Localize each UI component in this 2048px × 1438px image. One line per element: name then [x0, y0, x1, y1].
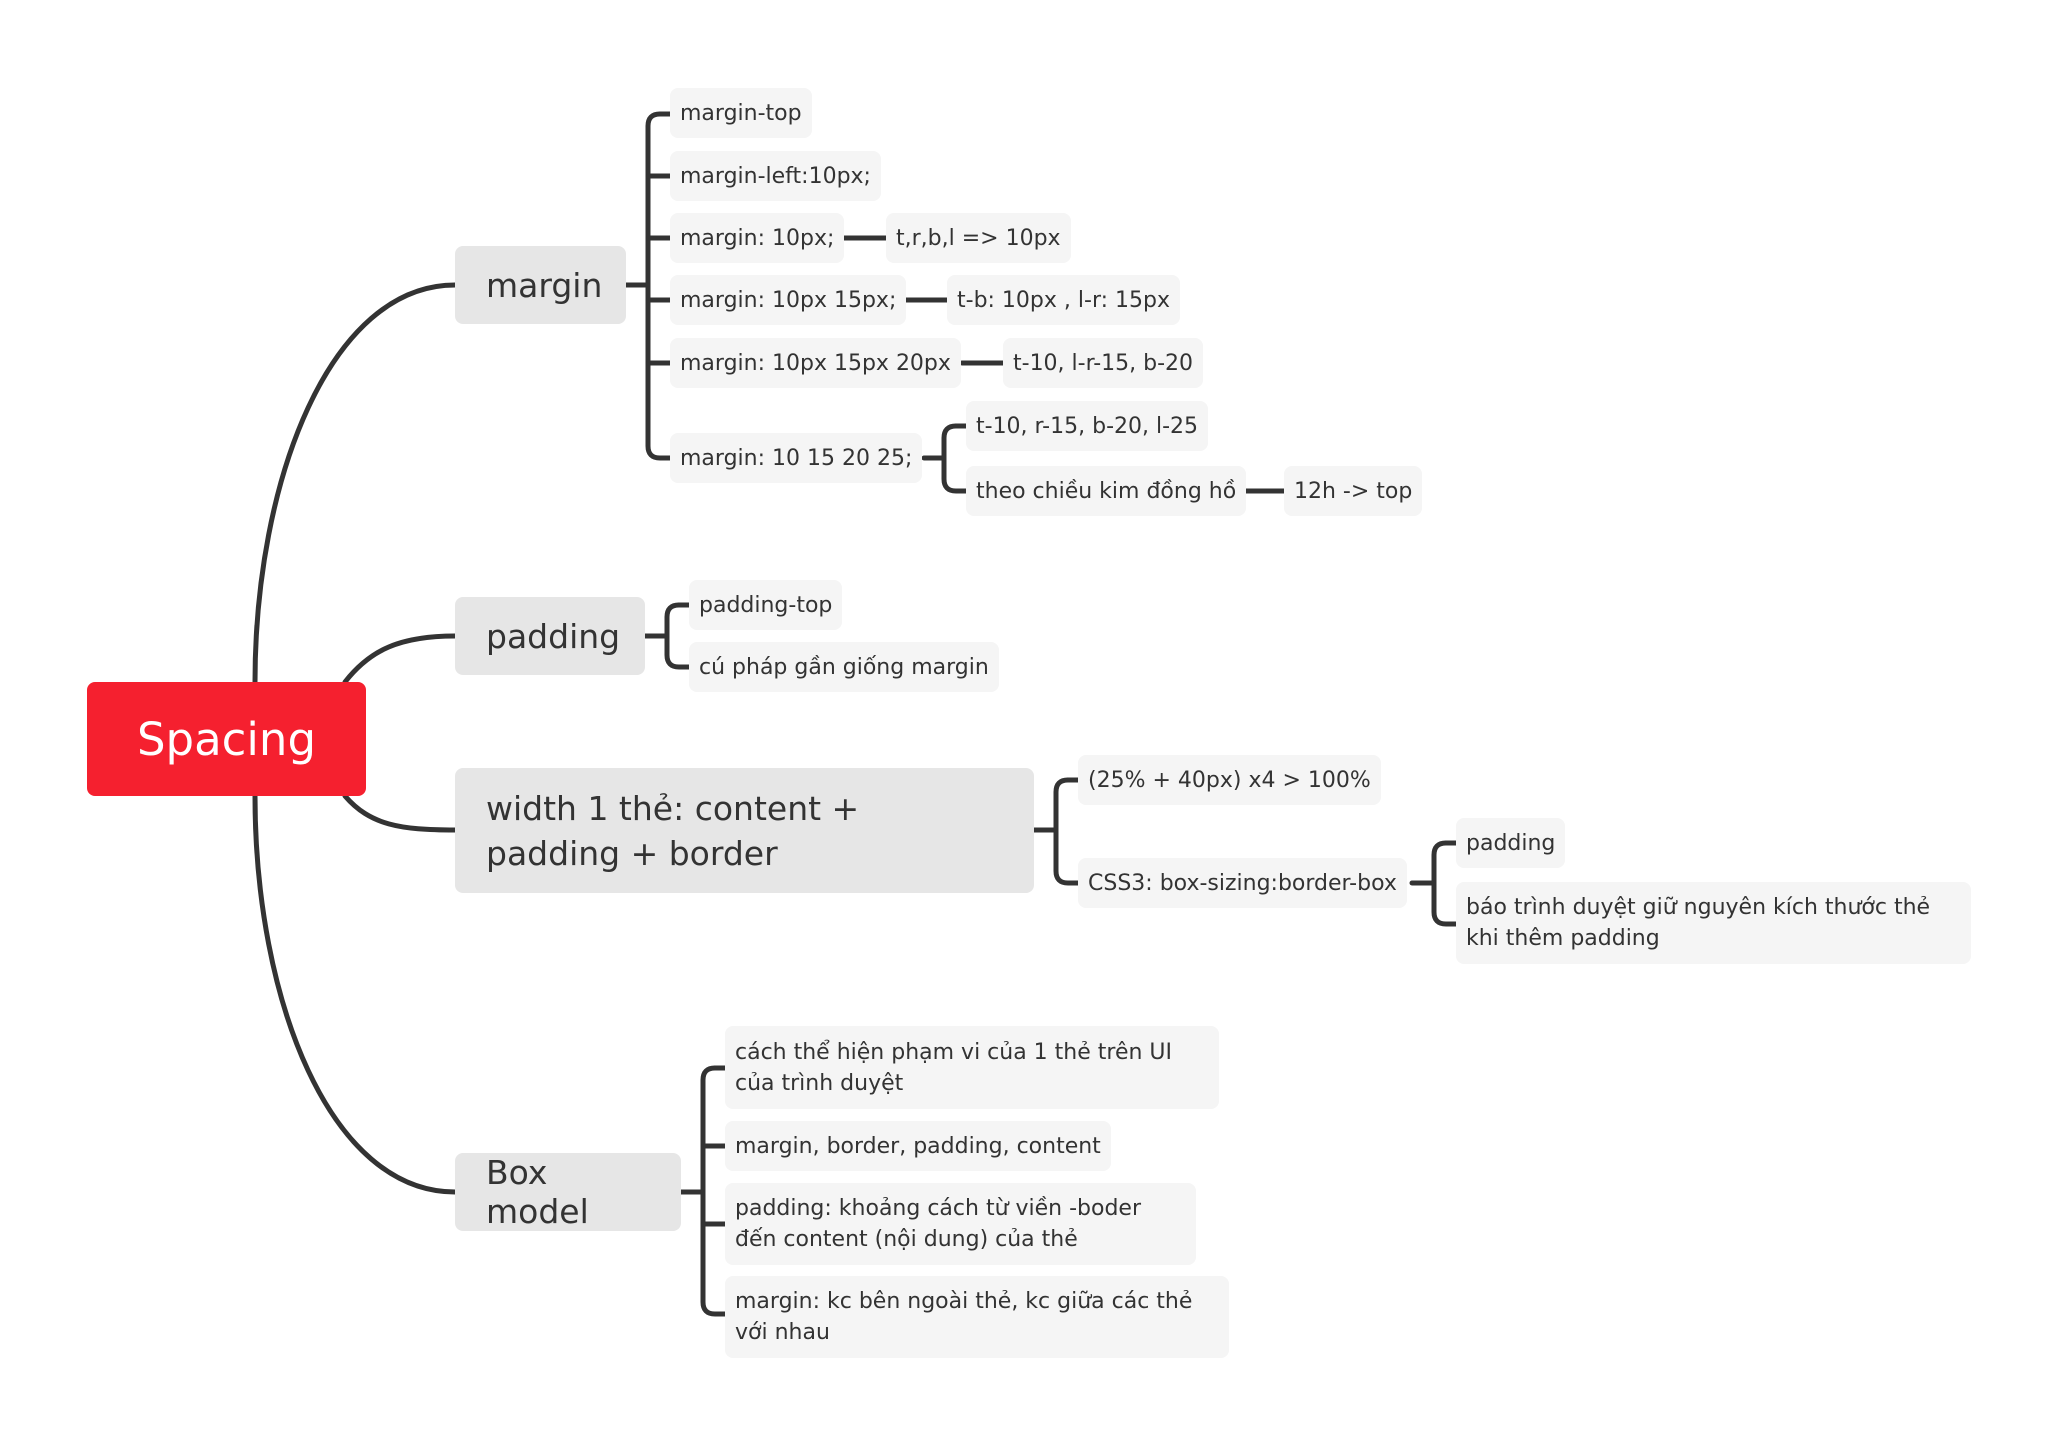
subtopic-width-overflow[interactable]: (25% + 40px) x4 > 100% [1078, 755, 1381, 805]
subtopic-margin-top[interactable]: margin-top [670, 88, 812, 138]
subtopic-margin-four-values[interactable]: margin: 10 15 20 25; [670, 433, 923, 483]
note-one-value[interactable]: t,r,b,l => 10px [886, 213, 1071, 263]
subtopic-box-sizing[interactable]: CSS3: box-sizing:border-box [1078, 858, 1407, 908]
subtopic-margin-two-values[interactable]: margin: 10px 15px; [670, 275, 907, 325]
subtopic-margin-one-value[interactable]: margin: 10px; [670, 213, 845, 263]
subtopic-margin-left[interactable]: margin-left:10px; [670, 151, 881, 201]
subtopic-padding-syntax[interactable]: cú pháp gần giống margin [689, 642, 999, 692]
subtopic-box-definition[interactable]: cách thể hiện phạm vi của 1 thẻ trên UI … [725, 1026, 1219, 1109]
topic-width[interactable]: width 1 thẻ: content + padding + border [455, 768, 1034, 893]
topic-box-model[interactable]: Box model [455, 1153, 681, 1231]
note-box-sizing-padding[interactable]: padding [1456, 818, 1566, 868]
note-twelve-top[interactable]: 12h -> top [1284, 466, 1423, 516]
note-two-values[interactable]: t-b: 10px , l-r: 15px [947, 275, 1180, 325]
topic-margin[interactable]: margin [455, 246, 626, 324]
subtopic-margin-three-values[interactable]: margin: 10px 15px 20px [670, 338, 961, 388]
subtopic-box-margin[interactable]: margin: kc bên ngoài thẻ, kc giữa các th… [725, 1276, 1229, 1358]
root-topic[interactable]: Spacing [87, 682, 366, 796]
note-box-sizing-explain[interactable]: báo trình duyệt giữ nguyên kích thước th… [1456, 882, 1971, 964]
subtopic-box-parts[interactable]: margin, border, padding, content [725, 1121, 1111, 1171]
note-four-values[interactable]: t-10, r-15, b-20, l-25 [966, 401, 1209, 451]
topic-padding[interactable]: padding [455, 597, 645, 675]
subtopic-box-padding[interactable]: padding: khoảng cách từ viền -boder đến … [725, 1183, 1196, 1265]
note-clockwise[interactable]: theo chiều kim đồng hồ [966, 466, 1247, 516]
note-three-values[interactable]: t-10, l-r-15, b-20 [1003, 338, 1204, 388]
subtopic-padding-top[interactable]: padding-top [689, 580, 843, 630]
